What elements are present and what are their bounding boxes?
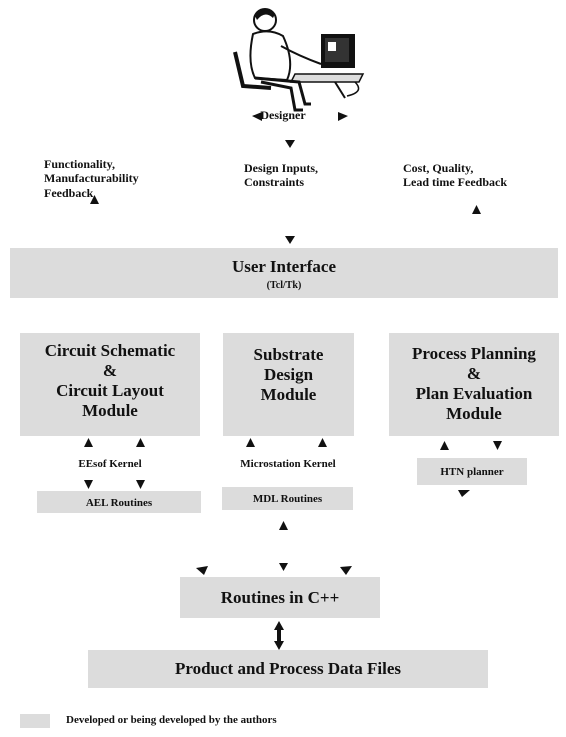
- substrate-module-line-2: Design: [263, 365, 314, 384]
- mdl-routines-box: [222, 487, 353, 510]
- arrow-designer-right: [338, 112, 348, 121]
- arrow-cpp-left: [196, 566, 208, 575]
- cpp-routines-label: Routines in C++: [220, 588, 340, 607]
- mdl-routines-label: MDL Routines: [252, 493, 323, 505]
- arrow-process-up: [440, 441, 449, 450]
- arrow-substrate-up-left: [246, 438, 255, 447]
- feedback-right-line-2: Lead time Feedback: [403, 175, 507, 190]
- feedback-left-line-2: Manufacturability: [44, 171, 139, 186]
- feedback-middle-line-1: Design Inputs,: [244, 161, 319, 175]
- process-module-title: Process Planning & Plan Evaluation Modul…: [389, 344, 559, 424]
- arrow-htn-down: [458, 490, 470, 497]
- arrow-bidir-down: [274, 641, 284, 650]
- legend-text: Developed or being developed by the auth…: [66, 714, 277, 726]
- arrow-ael-down-right: [136, 480, 145, 489]
- arrow-cpp-right: [340, 566, 352, 575]
- arrow-bidir-shaft: [277, 629, 281, 642]
- ael-routines-label: AEL Routines: [85, 497, 153, 509]
- legend-swatch: [20, 714, 50, 728]
- feedback-right-line-1: Cost, Quality,: [403, 161, 474, 175]
- ael-routines-box: [37, 491, 201, 513]
- arrow-designer-down: [285, 140, 295, 148]
- arrow-designer-left: [252, 112, 262, 121]
- substrate-module-title: Substrate Design Module: [223, 345, 354, 405]
- arrow-mdl-up: [279, 521, 288, 530]
- arrow-substrate-up-right: [318, 438, 327, 447]
- user-interface-subtitle: (Tcl/Tk): [266, 280, 302, 291]
- process-module-line-2: &: [466, 364, 482, 383]
- circuit-module-line-3: Circuit Layout: [56, 381, 164, 400]
- feedback-left-line-3: Feedback: [44, 185, 94, 200]
- microstation-kernel-label: Microstation Kernel: [240, 458, 336, 470]
- process-module-box: [389, 333, 559, 436]
- cpp-routines-box: [180, 577, 380, 618]
- functionality-feedback-text: Functionality, Manufacturability Feedbac…: [44, 157, 139, 200]
- substrate-module-box: [223, 333, 354, 436]
- feedback-middle-line-2: Constraints: [244, 175, 305, 190]
- data-files-box: [88, 650, 488, 688]
- circuit-module-box: [20, 333, 200, 436]
- arrow-process-down: [493, 441, 502, 450]
- eesof-kernel-label: EEsof Kernel: [78, 458, 142, 470]
- arrow-into-ui: [285, 236, 295, 244]
- designer-illustration: [233, 8, 365, 112]
- design-inputs-text: Design Inputs, Constraints: [244, 161, 318, 190]
- user-interface-title: User Interface: [231, 257, 336, 276]
- arrow-ael-down-left: [84, 480, 93, 489]
- user-interface-box: [10, 248, 558, 298]
- circuit-module-line-2: &: [102, 361, 118, 380]
- cost-quality-feedback-text: Cost, Quality, Lead time Feedback: [403, 161, 507, 190]
- substrate-module-line-3: Module: [260, 385, 317, 404]
- data-files-label: Product and Process Data Files: [174, 659, 402, 678]
- process-module-line-4: Module: [446, 404, 502, 423]
- feedback-left-line-1: Functionality,: [44, 157, 116, 171]
- arrow-circuit-up-right: [136, 438, 145, 447]
- circuit-module-title: Circuit Schematic & Circuit Layout Modul…: [20, 341, 200, 421]
- arrow-cpp-center: [279, 563, 288, 571]
- circuit-module-line-1: Circuit Schematic: [44, 341, 176, 360]
- process-module-line-3: Plan Evaluation: [415, 384, 533, 403]
- process-module-line-1: Process Planning: [412, 344, 536, 363]
- htn-planner-label: HTN planner: [440, 466, 504, 478]
- designer-label: Designer: [260, 108, 306, 122]
- htn-planner-box: [417, 458, 527, 485]
- arrow-circuit-up-left: [84, 438, 93, 447]
- substrate-module-line-1: Substrate: [253, 345, 324, 364]
- circuit-module-line-4: Module: [82, 401, 138, 420]
- arrow-bidir-up: [274, 621, 284, 630]
- arrow-right-feedback-up: [472, 205, 481, 214]
- arrow-left-feedback-up: [90, 195, 99, 204]
